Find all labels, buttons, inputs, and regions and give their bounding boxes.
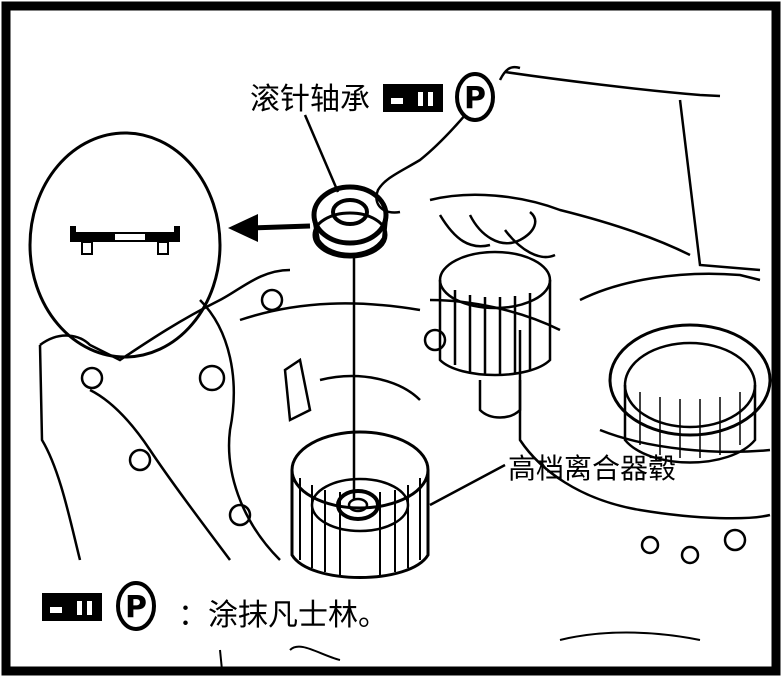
case-bore xyxy=(608,323,772,464)
bottom-detail-lines xyxy=(219,631,701,671)
legend-text: ：涂抹凡士林。 xyxy=(178,598,388,633)
hand-illustration xyxy=(375,65,761,272)
p-mark-text: P xyxy=(464,81,486,116)
legend-grease-icon xyxy=(42,593,102,621)
arrow-icon xyxy=(228,214,311,242)
high-clutch-hub xyxy=(290,430,430,579)
detail-cross-section xyxy=(28,131,222,359)
p-mark-icon: P xyxy=(455,72,495,122)
transmission-case xyxy=(38,268,771,565)
bearing-leader-line xyxy=(303,114,340,193)
hub-label: 高档离合器毂 xyxy=(508,452,677,485)
bearing-label: 滚针轴承 xyxy=(250,82,370,117)
petroleum-jelly-applicator-icon xyxy=(383,84,443,112)
legend-p-mark-text: P xyxy=(125,590,147,625)
gear-shaft xyxy=(438,250,552,419)
hub-leader-line xyxy=(429,463,506,507)
needle-bearing xyxy=(311,184,389,259)
legend-p-mark-icon: P xyxy=(116,581,156,631)
